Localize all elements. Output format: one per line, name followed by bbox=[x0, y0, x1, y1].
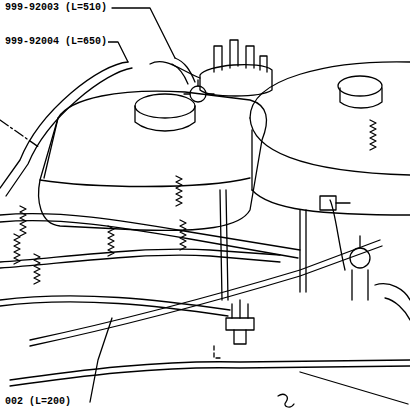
part-number-label: 002 (L=200) bbox=[4, 396, 72, 407]
hose-clamp bbox=[14, 234, 20, 264]
part-number-label: 999-92003 (L=510) bbox=[4, 2, 108, 13]
hose-clamp bbox=[180, 220, 186, 250]
hose-clamp bbox=[20, 206, 26, 236]
hose-clamp bbox=[176, 176, 182, 206]
hose-clamp bbox=[370, 120, 376, 150]
hose-clamp bbox=[34, 254, 40, 284]
hose-clamp bbox=[108, 226, 114, 256]
part-number-label: 999-92004 (L=650) bbox=[4, 36, 108, 47]
